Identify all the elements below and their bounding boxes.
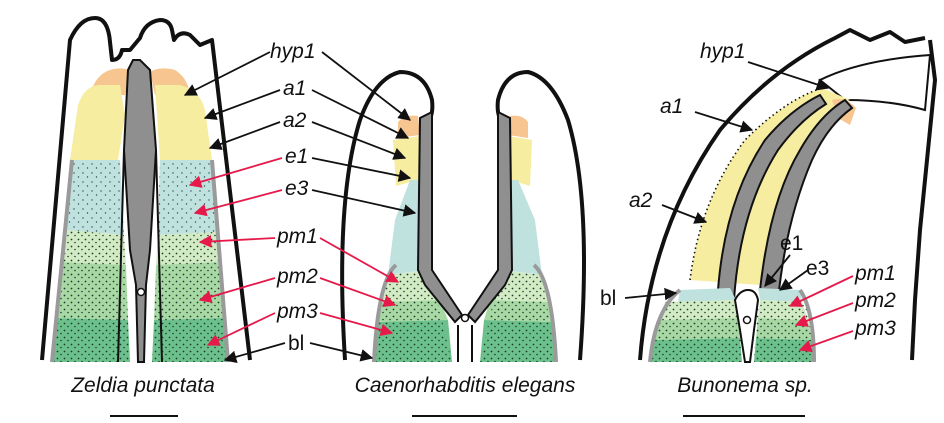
bunonema-label-e1: e1	[780, 232, 803, 255]
bunonema-arrow-e3	[780, 270, 808, 290]
arrow-pm1-right	[320, 238, 398, 282]
label-e3: e3	[285, 177, 309, 200]
label-a2: a2	[283, 109, 307, 132]
arrow-a1-right	[312, 90, 408, 138]
panel-celegans	[342, 72, 584, 362]
caption-celegans: Caenorhabditis elegans	[355, 374, 576, 397]
celegans-center-line	[458, 325, 472, 362]
bunonema-label-e3: e3	[806, 257, 829, 280]
bunonema-label-bl: bl	[600, 287, 616, 310]
zeldia-lumen	[124, 60, 156, 362]
bunonema-label-pm3: pm3	[854, 317, 896, 340]
bunonema-label-a2: a2	[629, 189, 653, 212]
bunonema-label-pm1: pm1	[854, 262, 896, 285]
bunonema-e	[678, 288, 736, 302]
caption-zeldia: Zeldia punctata	[70, 374, 215, 397]
zeldia-right-arcade	[155, 85, 212, 160]
center-labels: hyp1 a1 a2 e1 e3 pm1 pm2 pm3 bl	[270, 40, 318, 355]
arrow-hyp1-left	[185, 52, 270, 95]
label-pm2: pm2	[276, 265, 318, 288]
caption-bunonema: Bunonema sp.	[677, 374, 812, 397]
bunonema-label-hyp1: hyp1	[700, 40, 746, 63]
arrow-bl-right	[310, 343, 372, 358]
label-pm1: pm1	[276, 225, 318, 248]
label-pm3: pm3	[276, 300, 318, 323]
bunonema-e-right	[758, 288, 802, 302]
bunonema-cuticle-right	[912, 40, 935, 360]
zeldia-left-arcade	[70, 85, 125, 160]
zeldia-lumen-dot	[138, 289, 145, 296]
arrow-a1-left	[205, 90, 280, 118]
bunonema-lumen-dot	[744, 317, 751, 324]
panel-bunonema	[640, 30, 935, 362]
zeldia-left-e-stip	[66, 160, 124, 235]
celegans-left-arcade	[393, 136, 420, 186]
label-e1: e1	[285, 145, 308, 168]
bunonema-label-a1: a1	[660, 95, 683, 118]
zeldia-right-stipple	[152, 232, 228, 362]
bunonema-label-pm2: pm2	[854, 289, 896, 312]
bunonema-stipple-right	[754, 300, 814, 362]
label-hyp1: hyp1	[270, 40, 316, 63]
arrow-e3-right	[312, 190, 415, 213]
zeldia-right-e-stip	[158, 160, 216, 235]
panel-zeldia	[42, 18, 250, 362]
bunonema-arrow-a2	[662, 205, 706, 222]
arrow-bl-left	[225, 343, 285, 360]
celegans-lumen-dot	[462, 315, 469, 322]
label-bl: bl	[288, 332, 304, 355]
label-a1: a1	[283, 77, 306, 100]
